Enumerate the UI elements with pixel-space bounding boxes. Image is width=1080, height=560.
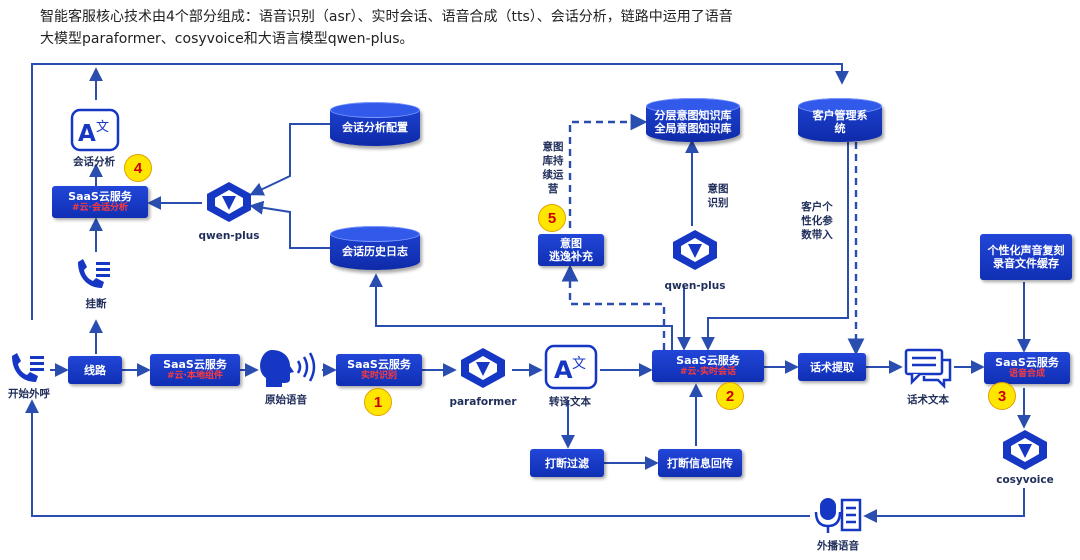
db-history-log-top xyxy=(330,226,420,242)
node-interrupt-return[interactable]: 打断信息回传 xyxy=(658,449,742,477)
node-saas-tts-sub: 语音合成 xyxy=(1008,369,1045,379)
qwen-mid-logo-icon xyxy=(670,228,720,272)
node-script-extract-label: 话术提取 xyxy=(810,360,854,374)
db-crm-label: 客户管理系 统 xyxy=(813,109,868,135)
label-qwen-plus-left: qwen-plus xyxy=(198,230,260,242)
db-crm-top xyxy=(798,98,882,114)
node-interrupt-filter-label: 打断过滤 xyxy=(545,456,589,470)
node-saas-local-sub: #云·本地组件 xyxy=(167,371,223,381)
node-interrupt-return-label: 打断信息回传 xyxy=(667,456,733,470)
arrow-config-qwen xyxy=(249,123,330,196)
label-personal-params: 客户个性化参数带入 xyxy=(801,201,833,241)
arrow-history-qwen xyxy=(249,200,330,249)
node-saas-chat[interactable]: SaaS云服务 #云·实时会话 xyxy=(652,350,764,382)
label-script-text: 话术文本 xyxy=(907,394,949,406)
node-saas-chat-title: SaaS云服务 xyxy=(676,354,740,367)
label-session-analysis: 会话分析 xyxy=(73,156,115,168)
label-cosyvoice: cosyvoice xyxy=(996,474,1054,486)
label-intent-ops: 意图库持续运营 xyxy=(542,141,564,195)
db-history-log-label: 会话历史日志 xyxy=(342,244,408,258)
speaking-head-icon xyxy=(258,348,322,388)
node-saas-chat-sub: #云·实时会话 xyxy=(680,367,736,377)
db-crm[interactable]: 客户管理系 统 xyxy=(798,98,882,142)
node-saas-asr[interactable]: SaaS云服务 实时识别 xyxy=(336,354,422,386)
node-intent-supplement-line1: 意图 xyxy=(560,237,582,250)
title-line-1: 智能客服核心技术由4个部分组成：语音识别（asr）、实时会话、语音合成（tts）… xyxy=(40,9,733,25)
node-intent-supplement-line2: 逃逸补充 xyxy=(549,250,593,263)
phone-icon xyxy=(8,350,48,386)
svg-text:文: 文 xyxy=(96,120,109,135)
node-saas-analysis-sub: #云·会话分析 xyxy=(72,203,128,213)
label-paraformer: paraformer xyxy=(449,396,517,408)
label-raw-voice: 原始语音 xyxy=(265,394,307,406)
db-analysis-config-top xyxy=(330,102,420,118)
db-knowledge-line2: 全局意图知识库 xyxy=(654,122,732,135)
node-script-extract[interactable]: 话术提取 xyxy=(798,353,866,381)
svg-text:文: 文 xyxy=(572,356,586,372)
node-interrupt-filter[interactable]: 打断过滤 xyxy=(530,449,604,477)
title-line-2: 大模型paraformer、cosyvoice和大语言模型qwen-plus。 xyxy=(40,31,414,47)
db-analysis-config-label: 会话分析配置 xyxy=(342,120,408,134)
badge-5: 5 xyxy=(538,204,566,232)
chat-bubbles-icon xyxy=(902,348,954,390)
hangup-phone-icon xyxy=(74,256,114,292)
arrow-cosy-outbound xyxy=(863,488,1025,523)
db-crm-line1: 客户管理系 xyxy=(812,109,868,122)
badge-1: 1 xyxy=(364,388,392,416)
svg-text:A: A xyxy=(78,121,96,147)
node-intent-supplement[interactable]: 意图 逃逸补充 xyxy=(538,234,604,266)
db-knowledge-line1: 分层意图知识库 xyxy=(654,109,732,122)
label-start-call: 开始外呼 xyxy=(8,388,50,400)
node-saas-analysis-title: SaaS云服务 xyxy=(68,190,132,203)
node-saas-analysis[interactable]: SaaS云服务 #云·会话分析 xyxy=(52,186,148,218)
arrow-top-loop xyxy=(31,63,849,320)
node-saas-local[interactable]: SaaS云服务 #云·本地组件 xyxy=(150,354,240,386)
badge-4: 4 xyxy=(124,154,152,182)
node-saas-asr-title: SaaS云服务 xyxy=(347,358,411,371)
db-history-log[interactable]: 会话历史日志 xyxy=(330,226,420,270)
arrow-chat-history xyxy=(369,273,673,350)
session-analysis-translate-icon: A 文 xyxy=(70,108,120,152)
badge-2: 2 xyxy=(716,382,744,410)
paraformer-logo-icon xyxy=(458,346,508,390)
svg-text:A: A xyxy=(554,356,573,384)
node-voice-clone-line2: 录音文件缓存 xyxy=(993,257,1059,270)
arrow-outbound-start xyxy=(25,399,810,517)
qwen-logo-icon xyxy=(204,180,254,224)
node-saas-tts[interactable]: SaaS云服务 语音合成 xyxy=(984,352,1070,384)
diagram-title: 智能客服核心技术由4个部分组成：语音识别（asr）、实时会话、语音合成（tts）… xyxy=(40,6,1070,50)
label-qwen-plus-mid: qwen-plus xyxy=(664,280,726,292)
node-line[interactable]: 线路 xyxy=(68,356,122,384)
db-crm-line2: 统 xyxy=(834,122,846,135)
dashed-chat-intent xyxy=(561,264,666,350)
node-line-label: 线路 xyxy=(84,363,106,377)
node-saas-asr-sub: 实时识别 xyxy=(360,371,397,381)
node-voice-clone[interactable]: 个性化声音复刻 录音文件缓存 xyxy=(980,234,1072,280)
node-saas-local-title: SaaS云服务 xyxy=(163,358,227,371)
db-knowledge-top xyxy=(646,98,740,114)
db-knowledge-label: 分层意图知识库 全局意图知识库 xyxy=(655,109,732,135)
translate-icon: A 文 xyxy=(544,344,598,390)
dashed-intent-knowledge xyxy=(568,113,648,228)
badge-3: 3 xyxy=(988,382,1016,410)
label-hangup: 挂断 xyxy=(85,298,107,310)
db-knowledge[interactable]: 分层意图知识库 全局意图知识库 xyxy=(646,98,740,142)
label-transcribe-text: 转译文本 xyxy=(549,396,591,408)
node-saas-tts-title: SaaS云服务 xyxy=(995,356,1059,369)
label-outbound-voice: 外播语音 xyxy=(817,540,859,552)
node-voice-clone-line1: 个性化声音复刻 xyxy=(987,244,1065,257)
db-analysis-config[interactable]: 会话分析配置 xyxy=(330,102,420,146)
microphone-icon xyxy=(814,496,862,536)
label-intent-recognition: 意图识别 xyxy=(707,183,729,209)
arrow-crm-chat xyxy=(701,200,849,351)
cosyvoice-logo-icon xyxy=(1000,428,1050,472)
